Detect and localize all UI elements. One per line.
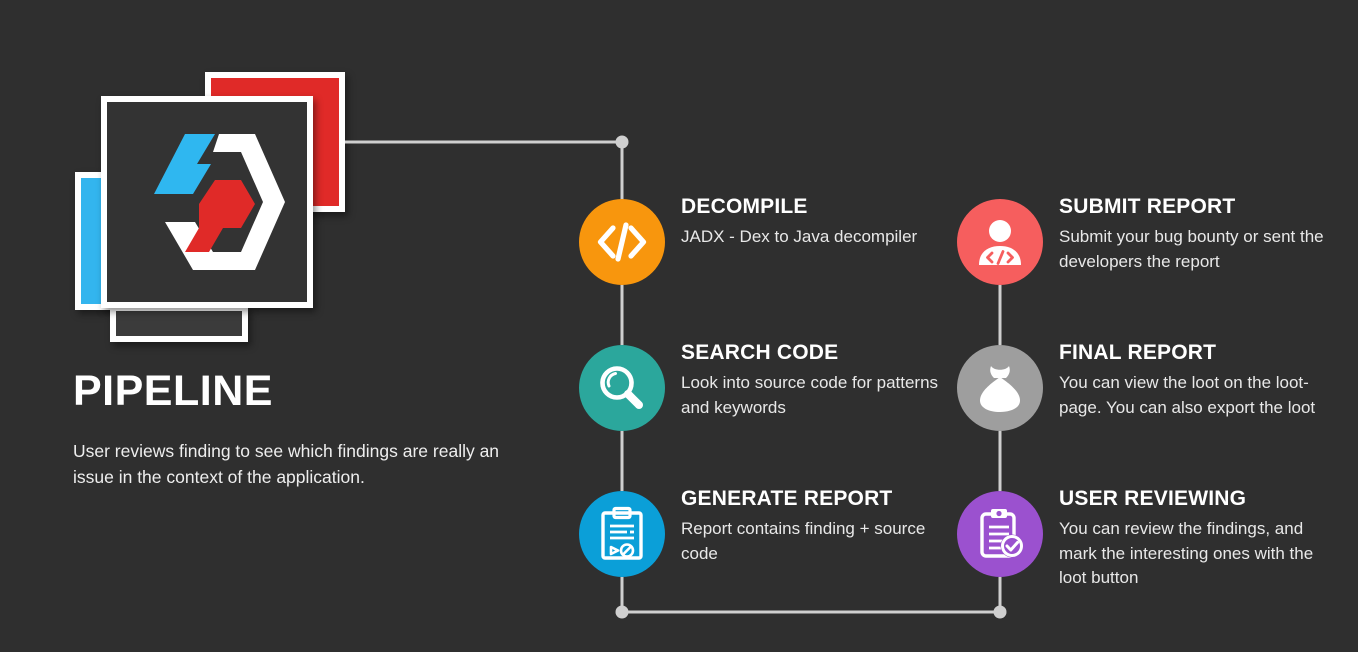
step-user-reviewing-title: USER REVIEWING (1059, 487, 1247, 510)
step-generate-report-text: GENERATE REPORT Report contains finding … (681, 487, 951, 566)
code-brackets-icon (597, 222, 647, 262)
step-submit-report-text: SUBMIT REPORT Submit your bug bounty or … (1059, 195, 1329, 274)
hexagon-code-logo (154, 134, 285, 270)
logo-card-main (101, 96, 313, 308)
step-decompile-description: JADX - Dex to Java decompiler (681, 227, 918, 246)
step-user-reviewing-text: USER REVIEWING You can review the findin… (1059, 487, 1329, 591)
step-generate-report-title: GENERATE REPORT (681, 487, 893, 510)
step-search-code-description: Look into source code for patterns and k… (681, 373, 939, 417)
step-generate-report-badge (579, 491, 665, 577)
step-generate-report-description: Report contains finding + source code (681, 519, 926, 563)
brand-block: PIPELINE User reviews finding to see whi… (0, 0, 560, 652)
user-code-icon (979, 220, 1021, 265)
step-final-report-title: FINAL REPORT (1059, 341, 1217, 364)
step-submit-report-description: Submit your bug bounty or sent the devel… (1059, 227, 1324, 271)
step-submit-report-badge (957, 199, 1043, 285)
step-submit-report-title: SUBMIT REPORT (1059, 195, 1236, 218)
clipboard-check-icon (980, 509, 1024, 558)
page-description: User reviews finding to see which findin… (73, 441, 500, 487)
step-decompile-title: DECOMPILE (681, 195, 808, 218)
page-title: PIPELINE (73, 367, 273, 415)
clipboard-report-icon (601, 506, 643, 560)
magnifier-icon (600, 366, 643, 409)
step-search-code-badge (579, 345, 665, 431)
step-final-report-description: You can view the loot on the loot-page. … (1059, 373, 1316, 417)
step-search-code-text: SEARCH CODE Look into source code for pa… (681, 341, 951, 420)
logo-card-gray (110, 305, 248, 342)
step-decompile-badge (579, 199, 665, 285)
step-user-reviewing-description: You can review the findings, and mark th… (1059, 519, 1314, 587)
step-final-report-text: FINAL REPORT You can view the loot on th… (1059, 341, 1329, 420)
step-user-reviewing-badge (957, 491, 1043, 577)
step-decompile-text: DECOMPILE JADX - Dex to Java decompiler (681, 195, 951, 250)
step-final-report-badge (957, 345, 1043, 431)
money-bag-icon (980, 366, 1020, 412)
step-search-code-title: SEARCH CODE (681, 341, 839, 364)
